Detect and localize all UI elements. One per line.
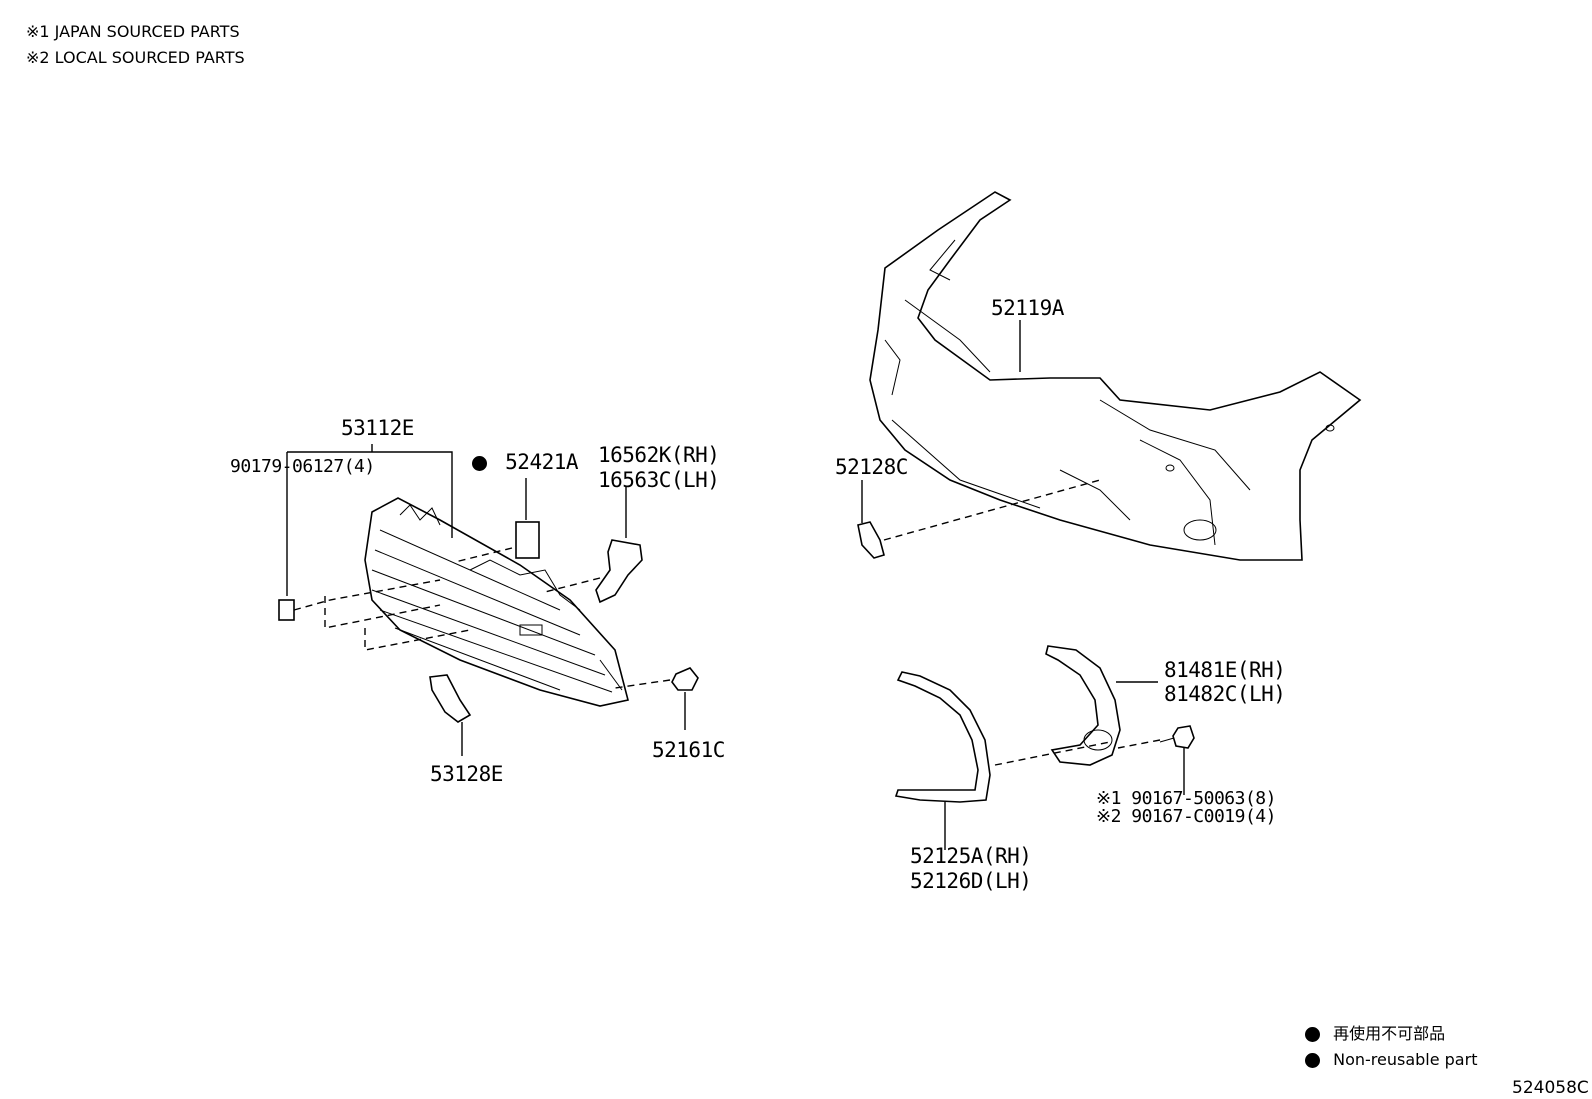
bezel-81481E-drawing: [1045, 645, 1121, 766]
molding-52125A-drawing: [894, 671, 991, 803]
label-90167-C0019[interactable]: ※2 90167-C0019(4): [1096, 806, 1276, 827]
diagram-id: 524058C: [1512, 1078, 1589, 1098]
label-52125A-RH[interactable]: 52125A(RH): [910, 844, 1032, 868]
bumper-cover-drawing: [869, 191, 1362, 561]
legend-en-text: Non-reusable part: [1333, 1050, 1478, 1069]
label-52161C[interactable]: 52161C: [652, 738, 725, 762]
label-52128C[interactable]: 52128C: [835, 455, 908, 479]
label-53112E[interactable]: 53112E: [341, 416, 414, 440]
label-81482C-LH[interactable]: 81482C(LH): [1164, 682, 1286, 706]
legend-jp-text: 再使用不可部品: [1333, 1024, 1446, 1043]
bolt-52161C-drawing: [671, 667, 699, 691]
cover-52128C-drawing: [857, 521, 885, 559]
label-16562K-RH[interactable]: 16562K(RH): [598, 443, 720, 467]
legend-local-sourced: ※2 LOCAL SOURCED PARTS: [26, 48, 245, 67]
label-52421A[interactable]: 52421A: [472, 450, 579, 474]
label-53128E[interactable]: 53128E: [430, 762, 503, 786]
bracket-16562K-drawing: [595, 539, 643, 604]
bracket-53128E-drawing: [429, 674, 472, 723]
emblem-52421A-drawing: [515, 521, 540, 559]
label-16563C-LH[interactable]: 16563C(LH): [598, 468, 720, 492]
screw-90167-drawing: [1172, 725, 1195, 749]
legend-dot-icon: [1305, 1053, 1320, 1068]
label-52421A-text: 52421A: [505, 450, 579, 474]
legend-japan-sourced: ※1 JAPAN SOURCED PARTS: [26, 22, 240, 41]
label-81481E-RH[interactable]: 81481E(RH): [1164, 658, 1286, 682]
label-90167-50063[interactable]: ※1 90167-50063(8): [1096, 788, 1276, 809]
legend-dot-icon: [1305, 1027, 1320, 1042]
label-90179-06127[interactable]: 90179-06127(4): [230, 456, 375, 477]
non-reusable-dot-icon: [472, 455, 487, 471]
grille-assembly-drawing: [364, 497, 629, 707]
clip-90179-drawing: [278, 599, 295, 621]
legend-non-reusable-en: Non-reusable part: [1305, 1052, 1477, 1068]
label-52119A[interactable]: 52119A: [991, 296, 1064, 320]
label-52126D-LH[interactable]: 52126D(LH): [910, 869, 1032, 893]
legend-non-reusable-jp: 再使用不可部品: [1305, 1026, 1445, 1042]
